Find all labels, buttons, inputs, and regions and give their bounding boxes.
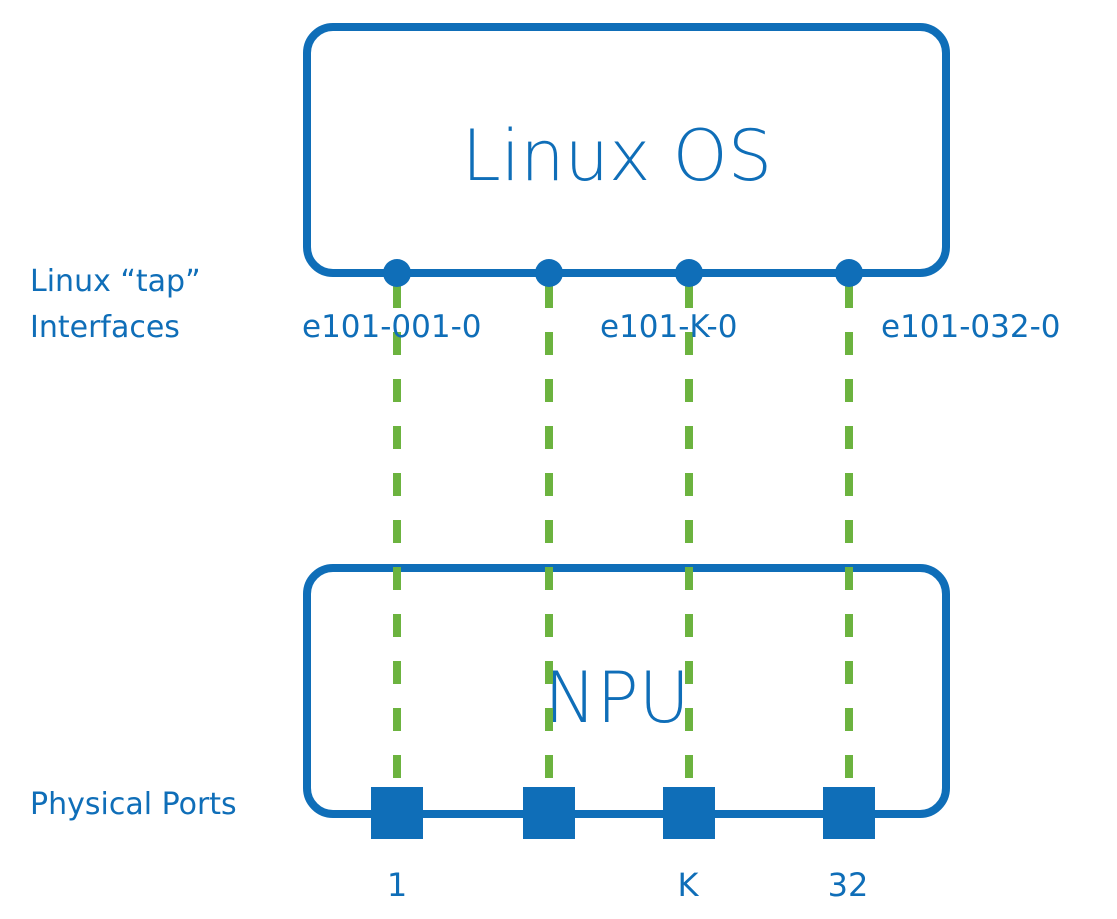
tap-interfaces-label-line1: Linux “tap” — [30, 264, 201, 299]
linux-os-box — [303, 23, 950, 277]
physical-ports-label: Physical Ports — [30, 787, 237, 822]
physical-port-square — [523, 787, 575, 839]
linux-os-label: Linux OS — [462, 115, 772, 197]
physical-ports — [371, 787, 875, 839]
port-number-label: K — [678, 866, 700, 904]
physical-port-square — [371, 787, 423, 839]
tap-interfaces-label-line2: Interfaces — [30, 310, 180, 345]
port-number-label: 32 — [828, 866, 869, 904]
tap-interface-dot — [383, 259, 411, 287]
tap-interface-dot — [675, 259, 703, 287]
physical-port-square — [663, 787, 715, 839]
tap-interface-dot — [835, 259, 863, 287]
tap-interface-dots — [383, 259, 863, 287]
npu-label: NPU — [544, 657, 690, 739]
port-number-label: 1 — [387, 866, 407, 904]
tap-links — [393, 285, 853, 787]
interface-label: e101-K-0 — [600, 309, 737, 345]
npu-box — [303, 564, 950, 818]
interface-label: e101-032-0 — [881, 309, 1061, 345]
physical-port-square — [823, 787, 875, 839]
tap-interface-dot — [535, 259, 563, 287]
interface-label: e101-001-0 — [302, 309, 482, 345]
